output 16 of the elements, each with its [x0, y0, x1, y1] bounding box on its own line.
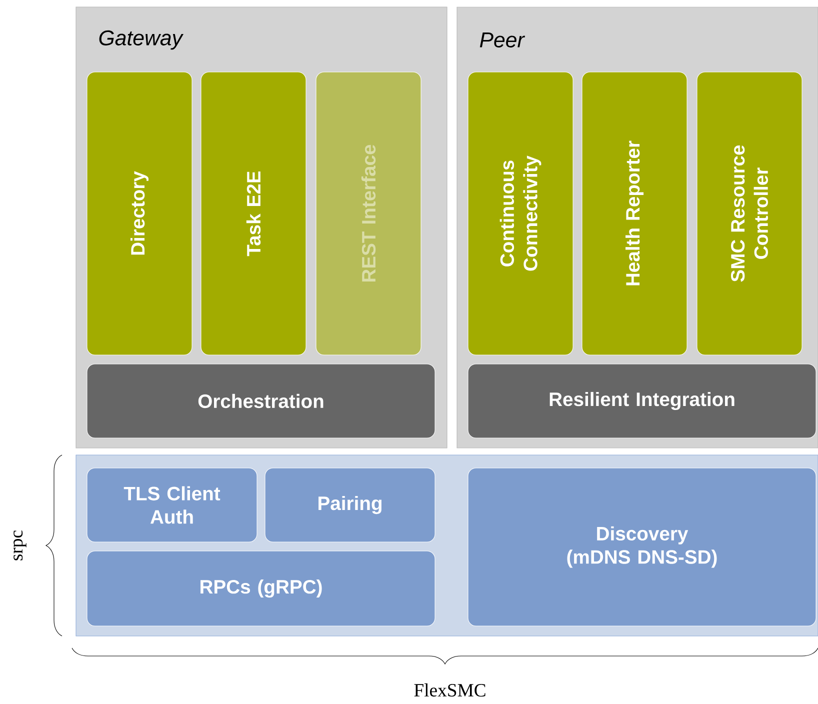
component-box: TLS Client Auth: [86, 468, 258, 542]
layer-box: Orchestration: [86, 364, 436, 438]
module-box: Continuous Connectivity: [468, 72, 574, 356]
module-box: Directory: [86, 72, 192, 356]
component-box: Discovery (mDNS DNS-SD): [468, 468, 816, 626]
panel-heading: Peer: [480, 32, 526, 48]
component-box: Pairing: [264, 468, 436, 542]
layer-box: Resilient Integration: [468, 364, 816, 438]
module-box: REST Interface: [316, 72, 422, 356]
panel-heading: Gateway: [99, 30, 184, 50]
brace-label: FlexSMC: [414, 683, 486, 697]
module-box: Task E2E: [200, 72, 306, 356]
brace-label: srpc: [14, 530, 26, 560]
module-box: Health Reporter: [582, 72, 688, 356]
component-box: RPCs (gRPC): [86, 550, 436, 626]
module-box: SMC Resource Controller: [696, 72, 802, 356]
